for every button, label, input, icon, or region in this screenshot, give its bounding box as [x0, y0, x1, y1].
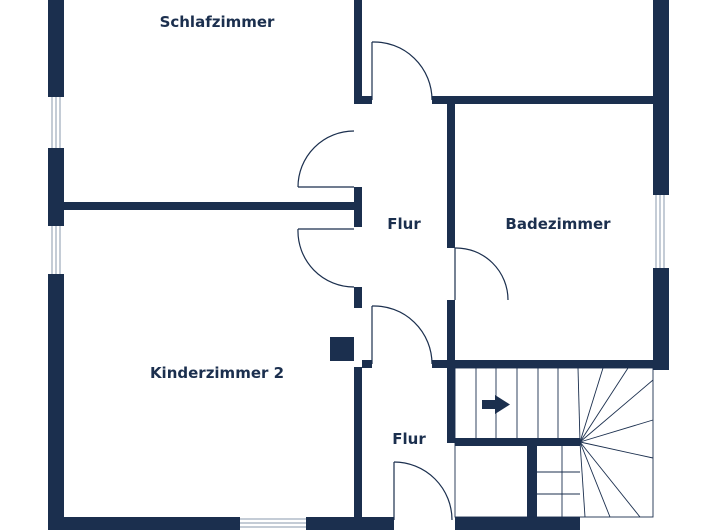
- door-lower-corridor: [393, 461, 453, 521]
- door-badezimmer: [454, 247, 509, 301]
- window-bottom-kinder: [240, 518, 306, 528]
- outer-wall-bottom-left: [48, 517, 240, 530]
- wall-bath-left-bottom: [447, 300, 455, 363]
- arrow-right-icon: [482, 395, 510, 414]
- chimney-block: [330, 337, 354, 361]
- stair-tread: [579, 441, 611, 518]
- stair-tread: [579, 441, 654, 459]
- stair-tread: [579, 419, 654, 443]
- wall-corridor-left-low: [354, 287, 362, 308]
- window-right-bath: [655, 195, 665, 268]
- outer-wall-bottom-right: [455, 517, 580, 530]
- door-schlafzimmer: [297, 130, 355, 188]
- window-left-kinder: [51, 226, 61, 274]
- stair-tread: [579, 441, 586, 518]
- stair-tread: [577, 367, 581, 443]
- stair-outline: [454, 367, 654, 518]
- outer-wall-left-mid: [48, 148, 64, 226]
- outer-wall-right-top: [653, 0, 669, 195]
- wall-corridor-left-top: [354, 0, 362, 104]
- wall-bath-bottom-left: [362, 360, 372, 368]
- wall-bath-top: [432, 96, 653, 104]
- walls: [48, 0, 669, 530]
- wall-bath-left-top: [447, 104, 455, 248]
- door-upper-corridor: [371, 41, 433, 101]
- stair-wall-left: [447, 368, 455, 443]
- wall-bath-bottom: [432, 360, 669, 368]
- stair-tread: [579, 367, 629, 443]
- room-label-badezimmer: Badezimmer: [505, 215, 611, 233]
- wall-bath-top-left: [362, 96, 372, 104]
- stair-tread: [579, 367, 604, 443]
- stair-tread: [579, 379, 654, 443]
- outer-wall-left-top: [48, 0, 64, 97]
- outer-wall-left-bottom: [48, 274, 64, 530]
- wall-corridor-left-bottom: [354, 367, 362, 517]
- outer-wall-right-bottom: [653, 268, 669, 370]
- outer-wall-bottom-mid: [306, 517, 394, 530]
- wall-corridor-left-stub: [354, 187, 362, 227]
- door-corridor-middle: [371, 305, 433, 365]
- wall-schlaf-kinder: [64, 202, 356, 210]
- stair-wall-mid: [455, 438, 580, 446]
- windows: [51, 97, 665, 528]
- room-label-flur-upper: Flur: [387, 215, 421, 233]
- room-label-kinderzimmer-2: Kinderzimmer 2: [150, 364, 284, 382]
- staircase: [454, 367, 654, 518]
- room-label-schlafzimmer: Schlafzimmer: [160, 13, 275, 31]
- room-label-flur-lower: Flur: [392, 430, 426, 448]
- doors: [297, 41, 509, 521]
- stair-tread: [579, 441, 641, 518]
- window-left-schlaf: [51, 97, 61, 148]
- stair-wall-inner: [527, 446, 537, 517]
- door-kinderzimmer: [297, 228, 355, 288]
